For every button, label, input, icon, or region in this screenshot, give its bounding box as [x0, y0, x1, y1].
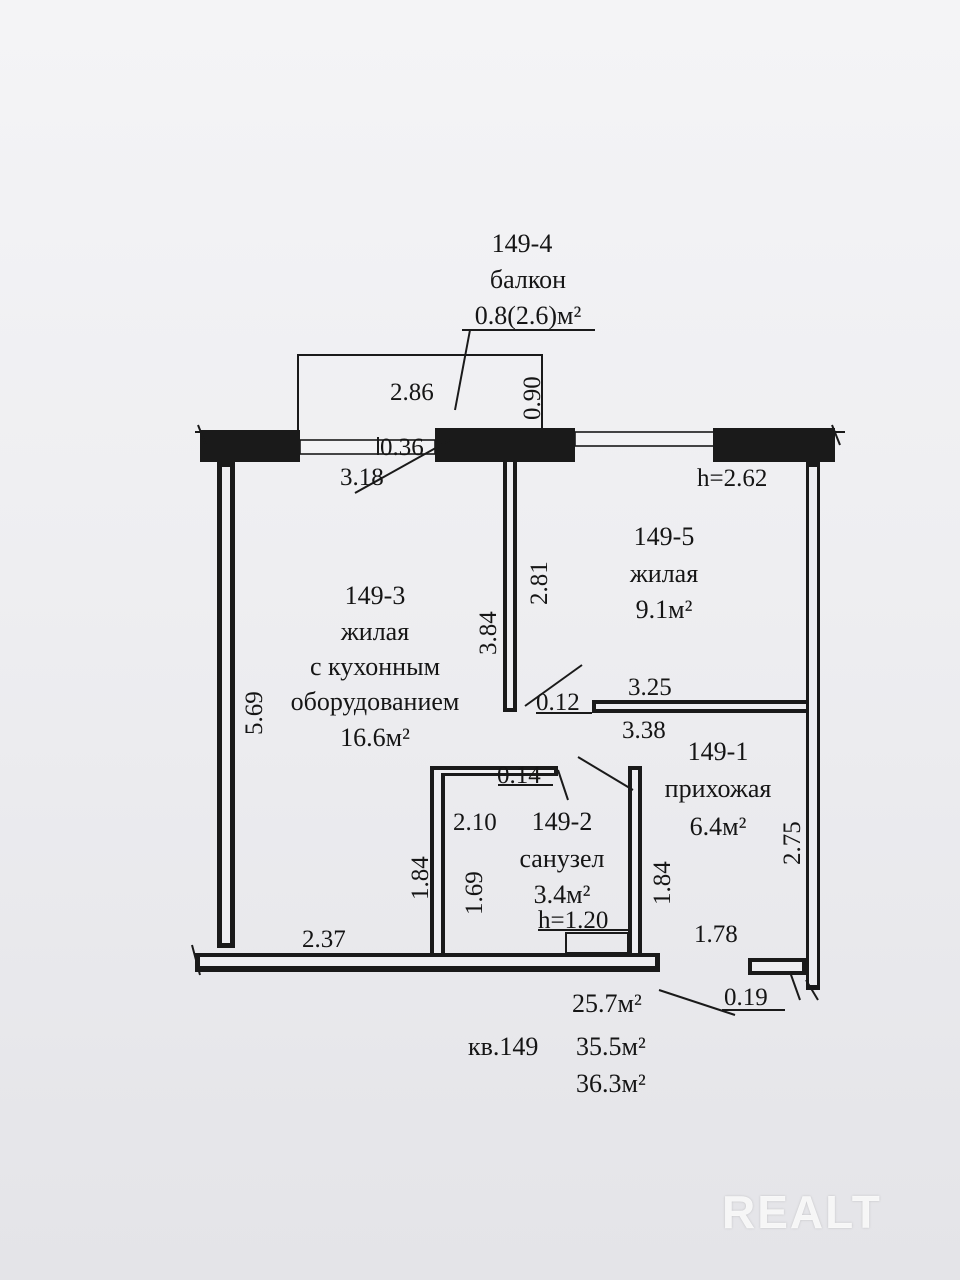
dim-bottom-left: 2.37 — [302, 926, 346, 953]
room-hall-name: прихожая — [665, 774, 772, 803]
top-wall — [195, 424, 845, 462]
outer-walls — [191, 462, 820, 1001]
dim-bath-outer-height: 1.84 — [407, 856, 434, 900]
apartment-number: кв.149 — [468, 1032, 538, 1061]
bathroom-walls — [430, 756, 642, 954]
room-bedroom-area: 9.1м² — [636, 595, 693, 624]
leader-lines — [354, 437, 785, 1016]
dim-bath-inner-height: 1.69 — [461, 871, 488, 915]
room-bath-area: 3.4м² — [534, 880, 591, 909]
room-hall-id: 149-1 — [688, 737, 749, 766]
dim-hall-bottom: 1.78 — [694, 921, 738, 948]
total-area-with-balcony: 36.3м² — [576, 1069, 646, 1098]
dim-hall-height: 2.75 — [779, 821, 806, 865]
dim-window-gap: 0.36 — [380, 434, 424, 461]
room-bath-name: санузел — [519, 844, 604, 873]
room-bath-id: 149-2 — [532, 807, 593, 836]
dim-hall-width: 3.38 — [622, 717, 666, 744]
room-bedroom-name: жилая — [629, 559, 698, 588]
dim-bath-right-height: 1.84 — [649, 861, 676, 905]
dim-bedroom-width: 3.25 — [628, 674, 672, 701]
ceiling-height: h=2.62 — [697, 465, 767, 492]
dim-balcony-depth: 0.90 — [519, 376, 546, 420]
realt-watermark: REALT — [722, 1186, 882, 1238]
dim-balcony-width: 2.86 — [390, 379, 434, 406]
room-bath-height: h=1.20 — [538, 907, 608, 934]
dim-living-width: 3.18 — [340, 464, 384, 491]
total-living-area: 25.7м² — [572, 989, 642, 1018]
dim-left-length: 5.69 — [241, 691, 268, 735]
dim-partition-b: 2.81 — [526, 561, 553, 605]
room-living-area: 16.6м² — [340, 723, 410, 752]
dim-partition-a: 3.84 — [475, 611, 502, 655]
balcony-id: 149-4 — [492, 229, 553, 258]
balcony-name: балкон — [490, 265, 566, 294]
dim-wall-012: 0.12 — [536, 689, 580, 716]
dim-wall-014: 0.14 — [497, 762, 541, 789]
balcony-area: 0.8(2.6)м² — [475, 301, 582, 330]
partitions — [503, 462, 806, 713]
room-bedroom-id: 149-5 — [634, 522, 695, 551]
room-living-id: 149-3 — [345, 581, 406, 610]
dim-wall-019: 0.19 — [724, 984, 768, 1011]
room-living-line1: жилая — [340, 617, 409, 646]
room-living-line2: с кухонным — [310, 652, 440, 681]
total-area: 35.5м² — [576, 1032, 646, 1061]
dim-bath-width: 2.10 — [453, 809, 497, 836]
room-living-line3: оборудованием — [291, 687, 460, 716]
room-hall-area: 6.4м² — [690, 812, 747, 841]
balcony-outline — [297, 329, 595, 430]
